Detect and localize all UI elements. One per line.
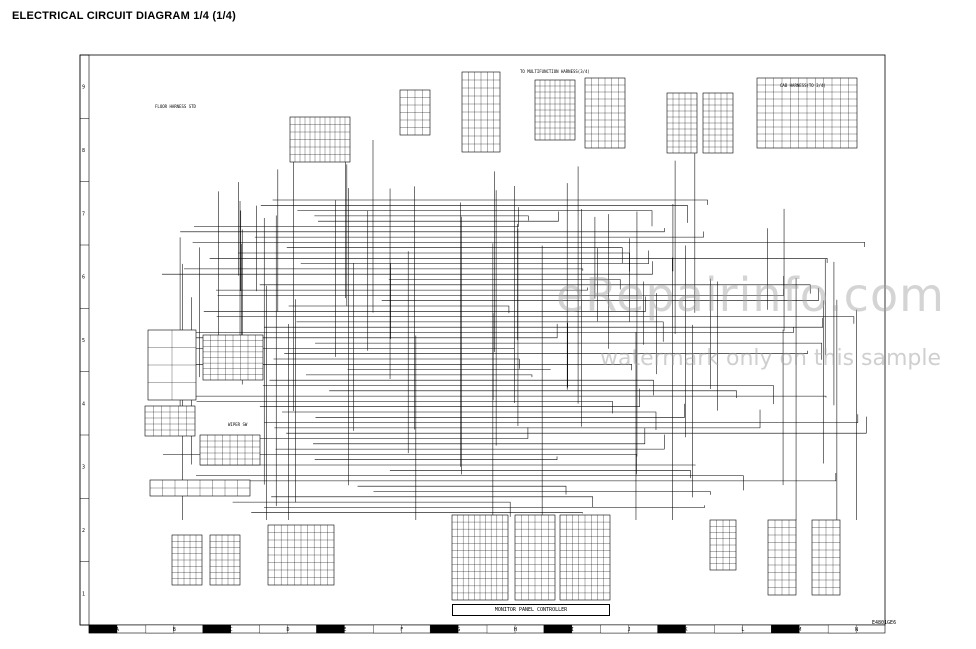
cab-harness-label: CAB HARNESS(TO 3/4) (780, 83, 826, 88)
connector-monitor-a (451, 514, 509, 601)
col-label-G: G (457, 627, 460, 633)
connector-cab-main (756, 77, 858, 149)
connector-bottom-d (267, 524, 335, 586)
row-label-9: 9 (82, 85, 85, 91)
col-label-F: F (400, 627, 403, 633)
col-label-J: J (628, 627, 631, 633)
connector-lamp-a (767, 519, 797, 596)
row-label-3: 3 (82, 465, 85, 471)
multifunction-label: TO MULTIFUNCTION HARNESS(3/4) (520, 69, 590, 74)
connector-mf-a (461, 71, 501, 153)
watermark-main: eRepairinfo.com (556, 268, 945, 322)
connector-lamp-b (811, 519, 841, 596)
col-label-A: A (116, 627, 119, 633)
col-label-D: D (286, 627, 289, 633)
connector-mf-c (584, 77, 626, 149)
connector-left-a (202, 334, 264, 381)
watermark-sub: watermark only on this sample (600, 346, 942, 371)
light-switch-panel (147, 329, 197, 401)
floor-harness-label: FLOOR HARNESS STD (155, 104, 197, 109)
row-label-4: 4 (82, 401, 85, 407)
connector-cab-a (666, 92, 698, 154)
connector-j (709, 519, 737, 571)
monitor-panel-label: MONITOR PANEL CONTROLLER (452, 604, 610, 616)
wiper-sw-label: WIPER SW (228, 422, 248, 427)
connector-bottom-c (209, 534, 241, 586)
connector-wiper-b (199, 434, 261, 466)
col-label-H: H (514, 627, 517, 633)
connector-cab-b (702, 92, 734, 154)
connector-bottom-b (171, 534, 203, 586)
row-label-1: 1 (82, 591, 85, 597)
col-label-I: I (571, 627, 574, 633)
connector-floor-top (289, 116, 351, 163)
connector-switch (399, 89, 431, 136)
row-label-6: 6 (82, 275, 85, 281)
connector-monitor-b (514, 514, 556, 601)
col-label-C: C (230, 627, 233, 633)
connector-mf-b (534, 79, 576, 141)
connector-third (149, 479, 251, 497)
col-label-M: M (798, 627, 801, 633)
col-label-K: K (684, 627, 687, 633)
connector-monitor-c (559, 514, 611, 601)
col-label-E: E (343, 627, 346, 633)
row-label-5: 5 (82, 338, 85, 344)
drawing-code: E4801GE6 (872, 620, 897, 626)
col-label-L: L (741, 627, 744, 633)
col-label-B: B (173, 627, 176, 633)
connector-wiper (144, 405, 196, 437)
row-label-7: 7 (82, 211, 85, 217)
page-title: ELECTRICAL CIRCUIT DIAGRAM 1/4 (1/4) (12, 10, 236, 22)
row-label-2: 2 (82, 528, 85, 534)
row-label-8: 8 (82, 148, 85, 154)
col-label-N: N (855, 627, 858, 633)
